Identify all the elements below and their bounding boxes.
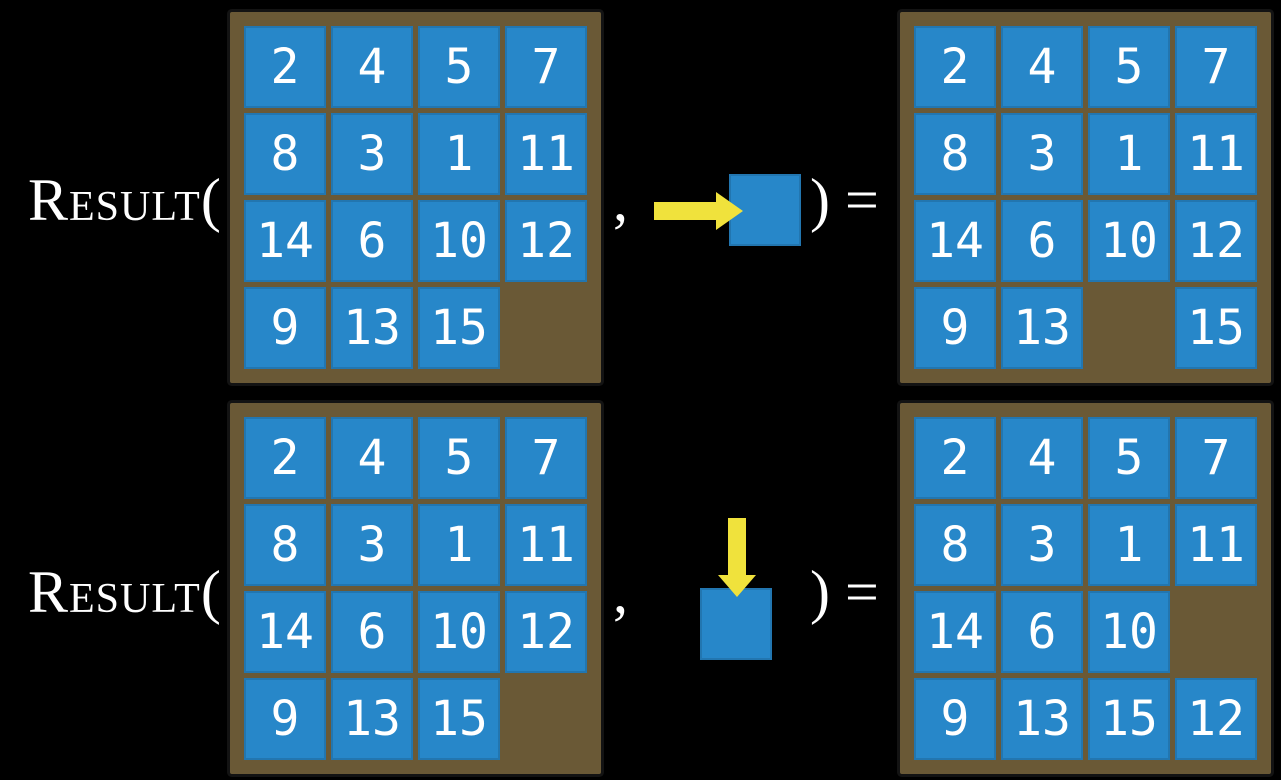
puzzle-tile: 6 bbox=[1001, 200, 1083, 282]
puzzle-tile: 14 bbox=[914, 591, 996, 673]
puzzle-tile: 7 bbox=[505, 26, 587, 108]
puzzle-tile: 14 bbox=[914, 200, 996, 282]
puzzle-tile: 12 bbox=[505, 591, 587, 673]
puzzle-tile: 8 bbox=[914, 504, 996, 586]
puzzle-tile: 2 bbox=[244, 417, 326, 499]
puzzle-tile: 10 bbox=[418, 200, 500, 282]
puzzle-tile: 13 bbox=[1001, 678, 1083, 760]
puzzle-tile: 5 bbox=[1088, 26, 1170, 108]
empty-cell bbox=[505, 678, 587, 760]
puzzle-tile: 15 bbox=[1175, 287, 1257, 369]
puzzle-tile: 13 bbox=[1001, 287, 1083, 369]
arrow-down-icon bbox=[718, 518, 756, 597]
argument-separator: , bbox=[613, 559, 628, 625]
result-function-label: Result( bbox=[28, 559, 222, 625]
puzzle-tile: 3 bbox=[1001, 113, 1083, 195]
puzzle-tile: 4 bbox=[1001, 417, 1083, 499]
puzzle-tile: 10 bbox=[1088, 591, 1170, 673]
puzzle-tile: 4 bbox=[331, 26, 413, 108]
puzzle-tile: 1 bbox=[418, 504, 500, 586]
puzzle-tile: 1 bbox=[418, 113, 500, 195]
puzzle-tile: 6 bbox=[331, 591, 413, 673]
puzzle-tile: 4 bbox=[1001, 26, 1083, 108]
puzzle-tile: 12 bbox=[1175, 200, 1257, 282]
puzzle-tile: 7 bbox=[1175, 26, 1257, 108]
puzzle-tile: 9 bbox=[244, 287, 326, 369]
puzzle-tile: 6 bbox=[1001, 591, 1083, 673]
empty-cell bbox=[505, 287, 587, 369]
puzzle-tile: 8 bbox=[244, 504, 326, 586]
argument-separator: , bbox=[613, 167, 628, 233]
puzzle-tile: 1 bbox=[1088, 504, 1170, 586]
puzzle-tile: 7 bbox=[1175, 417, 1257, 499]
puzzle-tile: 11 bbox=[1175, 113, 1257, 195]
puzzle-tile: 11 bbox=[1175, 504, 1257, 586]
puzzle-tile: 13 bbox=[331, 287, 413, 369]
puzzle-tile: 5 bbox=[418, 26, 500, 108]
puzzle-tile: 4 bbox=[331, 417, 413, 499]
puzzle-tile: 5 bbox=[1088, 417, 1170, 499]
puzzle-tile: 2 bbox=[914, 417, 996, 499]
puzzle-tile: 10 bbox=[1088, 200, 1170, 282]
puzzle-tile: 1 bbox=[1088, 113, 1170, 195]
puzzle-tile: 7 bbox=[505, 417, 587, 499]
puzzle-tile: 5 bbox=[418, 417, 500, 499]
close-paren-equals-label: ) = bbox=[810, 559, 879, 625]
result-function-label: Result( bbox=[28, 167, 222, 233]
puzzle-tile: 9 bbox=[244, 678, 326, 760]
puzzle-tile: 13 bbox=[331, 678, 413, 760]
puzzle-tile: 8 bbox=[914, 113, 996, 195]
puzzle-tile: 11 bbox=[505, 504, 587, 586]
puzzle-tile: 15 bbox=[418, 678, 500, 760]
puzzle-tile: 3 bbox=[331, 504, 413, 586]
puzzle-tile: 8 bbox=[244, 113, 326, 195]
puzzle-tile: 14 bbox=[244, 200, 326, 282]
empty-cell bbox=[1088, 287, 1170, 369]
puzzle-tile: 14 bbox=[244, 591, 326, 673]
puzzle-tile: 12 bbox=[1175, 678, 1257, 760]
puzzle-tile: 2 bbox=[914, 26, 996, 108]
puzzle-tile: 3 bbox=[1001, 504, 1083, 586]
empty-cell bbox=[1175, 591, 1257, 673]
puzzle-tile: 11 bbox=[505, 113, 587, 195]
puzzle-tile: 10 bbox=[418, 591, 500, 673]
close-paren-equals-label: ) = bbox=[810, 167, 879, 233]
puzzle-tile: 9 bbox=[914, 287, 996, 369]
arrow-right-icon bbox=[654, 192, 743, 230]
puzzle-tile: 12 bbox=[505, 200, 587, 282]
puzzle-tile: 9 bbox=[914, 678, 996, 760]
puzzle-tile: 3 bbox=[331, 113, 413, 195]
puzzle-tile: 2 bbox=[244, 26, 326, 108]
puzzle-tile: 15 bbox=[418, 287, 500, 369]
puzzle-tile: 15 bbox=[1088, 678, 1170, 760]
puzzle-tile: 6 bbox=[331, 200, 413, 282]
moved-tile bbox=[700, 588, 772, 660]
